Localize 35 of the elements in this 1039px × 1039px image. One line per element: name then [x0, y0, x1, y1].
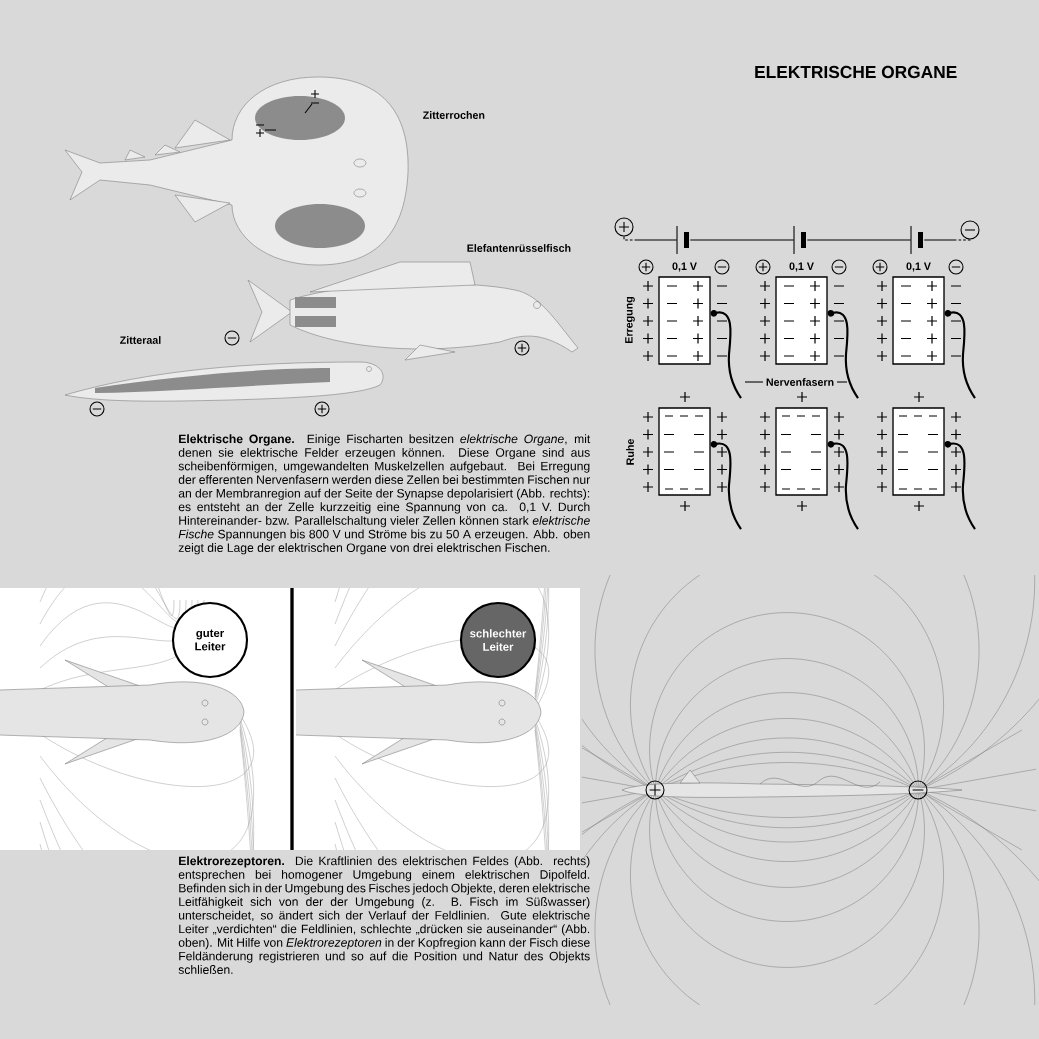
title: ELEKTRISCHE ORGANE: [755, 65, 957, 79]
wire: [623, 236, 678, 241]
wire: [806, 239, 912, 241]
battery-symbol: [793, 225, 806, 255]
row-label: Erregung: [625, 297, 635, 343]
cell-box: [658, 276, 711, 365]
cell-box: [892, 407, 945, 496]
nerve-fiber: [944, 309, 976, 399]
fish-name: Zitteraal: [120, 336, 161, 344]
fiber-label: Nervenfasern: [766, 378, 834, 386]
nerve-fiber: [827, 441, 859, 530]
leader-line: [836, 381, 848, 383]
battery-symbol: [910, 225, 923, 255]
body-paragraph: Elektrorezeptoren. Die Kraftlinien des elektrischen Feldes (Abb. rechts) entsprechen bei homogener Umgebung einem elektrischen Dipolfeld. Befinden sich in der Umgebung des Fisches jedoch Objekte, deren elektrische Leitfähigkeit sich von der der Umgebung (z. B. Fisch im Süßwasser) unterscheidet, so ändert sich der Verlauf der Feldlinien. Gute elektrische Leiter „verdichten“ die Feldlinien, schlechte „drücken sie auseinander“ (Abb. oben). Mit Hilfe von Elektrorezeptoren in der Kopfregion kann der Fisch diese Feldänderung registrieren und so auf die Position und Natur des Objekts schließen.: [178, 856, 590, 974]
fish-name: Elefantenrüsselfisch: [467, 244, 571, 252]
nerve-fiber: [710, 309, 742, 399]
row-label: Ruhe: [626, 439, 634, 465]
voltage-label: 0,1 V: [672, 262, 697, 272]
minus-symbol: [960, 220, 980, 240]
plus-symbol: [614, 217, 634, 237]
voltage-label: 0,1 V: [906, 262, 931, 272]
wire: [923, 239, 971, 241]
fish-name: Zitterrochen: [423, 111, 485, 119]
nerve-fiber: [827, 309, 859, 399]
cell-box: [658, 407, 711, 496]
nerve-fiber: [710, 441, 742, 530]
battery-symbol: [676, 225, 689, 255]
nerve-fiber: [944, 441, 976, 530]
leader-line: [744, 381, 764, 383]
cell-box: [775, 276, 828, 365]
cell-box: [892, 276, 945, 365]
cell-box: [775, 407, 828, 496]
wire: [689, 239, 795, 241]
voltage-label: 0,1 V: [789, 262, 814, 272]
body-paragraph: Elektrische Organe. Einige Fischarten besitzen elektrische Organe, mit denen sie elektrische Felder erzeugen können. Diese Organe sind aus scheibenförmigen, umgewandelten Muskelzellen aufgebaut. Bei Erregung der efferenten Nervenfasern werden diese Zellen bei bestimmten Fischen nur an der Membranregion auf der Seite der Synapse depolarisiert (Abb. rechts): es entsteht an der Zelle kurzzeitig eine Spannung von ca. 0,1 V. Durch Hintereinander- bzw. Parallelschaltung vieler Zellen können stark elektrische Fische Spannungen bis 800 V und Ströme bis zu 50 A erzeugen. Abb. oben zeigt die Lage der elektrischen Organe von drei elektrischen Fischen.: [178, 434, 591, 555]
